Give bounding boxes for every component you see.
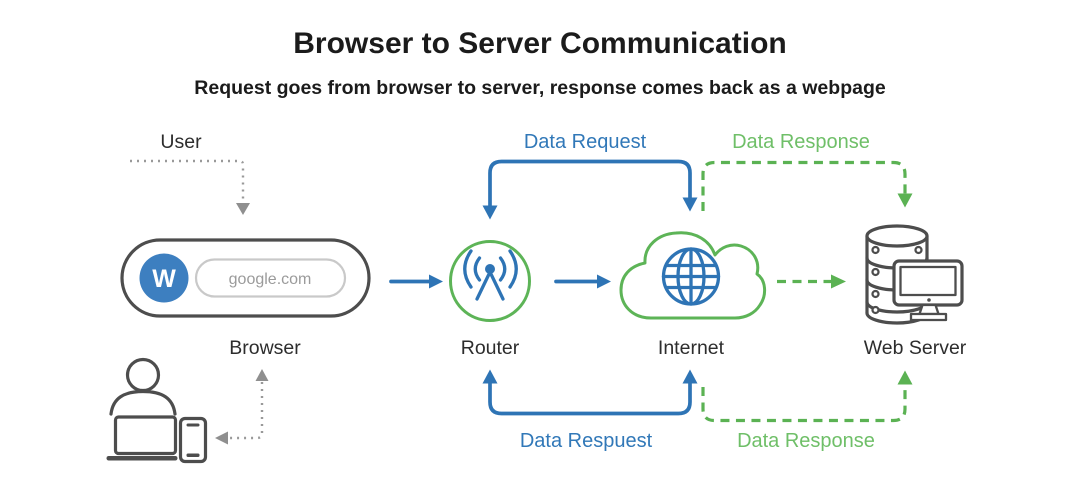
person-device-group (106, 357, 269, 464)
response-arrowhead-up-icon (897, 370, 913, 385)
user-arrowhead-down-icon (236, 203, 250, 215)
monitor-stand-base (909, 312, 948, 322)
url-field (194, 258, 347, 298)
data-request-bottom-arrow (488, 380, 692, 416)
monitor-screen (899, 265, 957, 297)
browser-to-router-arrow (389, 274, 443, 289)
browser-node: W google.com Browser (120, 238, 371, 359)
data-response-bottom-flow: Data Response (701, 370, 913, 452)
url-field-text: google.com (229, 271, 312, 288)
db-dot (871, 305, 880, 315)
db-dot (914, 245, 923, 255)
signal-wave-left-outer (463, 249, 473, 289)
data-request-top-flow: Data Request (482, 131, 698, 220)
page-subtitle: Request goes from browser to server, res… (194, 77, 886, 99)
router-label: Router (461, 337, 520, 359)
person-icon (109, 357, 177, 416)
cloud-icon (619, 231, 766, 320)
signal-wave-left-inner (473, 256, 482, 282)
monitor-icon (892, 259, 964, 322)
request-arrowhead-down-left-icon (482, 205, 498, 220)
smartphone-icon (178, 416, 208, 464)
page-title: Browser to Server Communication (293, 27, 786, 60)
header: Browser to Server Communication Request … (194, 27, 886, 99)
router-node: Router (449, 240, 531, 359)
user-annotation: User (130, 131, 250, 215)
internet-to-server-dashed-arrow (777, 274, 846, 289)
data-response-bottom-label: Data Response (737, 430, 875, 452)
internet-node: Internet (619, 231, 766, 359)
request-arrowhead-up-right-icon (682, 369, 698, 384)
data-request-bottom-flow: Data Respuest (482, 369, 698, 452)
request-arrowhead-up-left-icon (482, 369, 498, 384)
db-top (865, 224, 929, 248)
devices-arrowhead-up-icon (255, 369, 269, 381)
w-logo-letter: W (152, 265, 176, 293)
data-response-bottom-arrow (701, 383, 907, 423)
phone-body (178, 416, 208, 464)
user-label: User (160, 131, 202, 153)
laptop-base (106, 456, 178, 461)
arrowhead-right-icon (429, 274, 443, 289)
data-response-top-arrow (701, 160, 907, 211)
browser-label: Browser (229, 337, 301, 359)
db-dot (871, 245, 880, 255)
antenna-leg-right (488, 270, 505, 301)
data-request-bottom-label: Data Respuest (520, 430, 653, 452)
web-server-node: Web Server (864, 224, 967, 359)
router-circle (449, 240, 531, 322)
arrowhead-right-icon (597, 274, 611, 289)
phone-home-bar (186, 453, 200, 457)
data-request-top-arrow (488, 159, 692, 209)
data-response-top-label: Data Response (732, 131, 870, 153)
data-response-top-flow: Data Response (701, 131, 913, 211)
db-dot (871, 267, 880, 277)
db-dot (871, 289, 880, 299)
arrowhead-right-icon (831, 274, 846, 289)
antenna-dot (485, 264, 495, 274)
w-logo-icon (139, 253, 189, 303)
signal-wave-right-inner (498, 256, 507, 282)
devices-arrowhead-left-icon (215, 431, 228, 445)
globe-icon (661, 247, 721, 306)
user-to-browser-dotted-line (130, 159, 245, 203)
monitor-power-dot (927, 298, 931, 302)
internet-label: Internet (658, 337, 725, 359)
web-server-label: Web Server (864, 337, 967, 359)
request-arrowhead-down-right-icon (682, 197, 698, 212)
person-head (125, 357, 161, 393)
response-arrowhead-down-icon (897, 193, 913, 208)
person-shoulders (109, 389, 177, 416)
phone-speaker (186, 423, 200, 427)
antenna-icon (463, 249, 518, 301)
signal-wave-right-outer (508, 249, 518, 289)
data-request-top-label: Data Request (524, 131, 647, 153)
monitor-stand-neck (918, 303, 940, 316)
browser-to-devices-dotted-line (229, 382, 264, 440)
antenna-leg-left (475, 270, 492, 301)
router-to-internet-arrow (554, 274, 611, 289)
laptop-icon (106, 415, 178, 461)
laptop-screen (113, 415, 178, 456)
